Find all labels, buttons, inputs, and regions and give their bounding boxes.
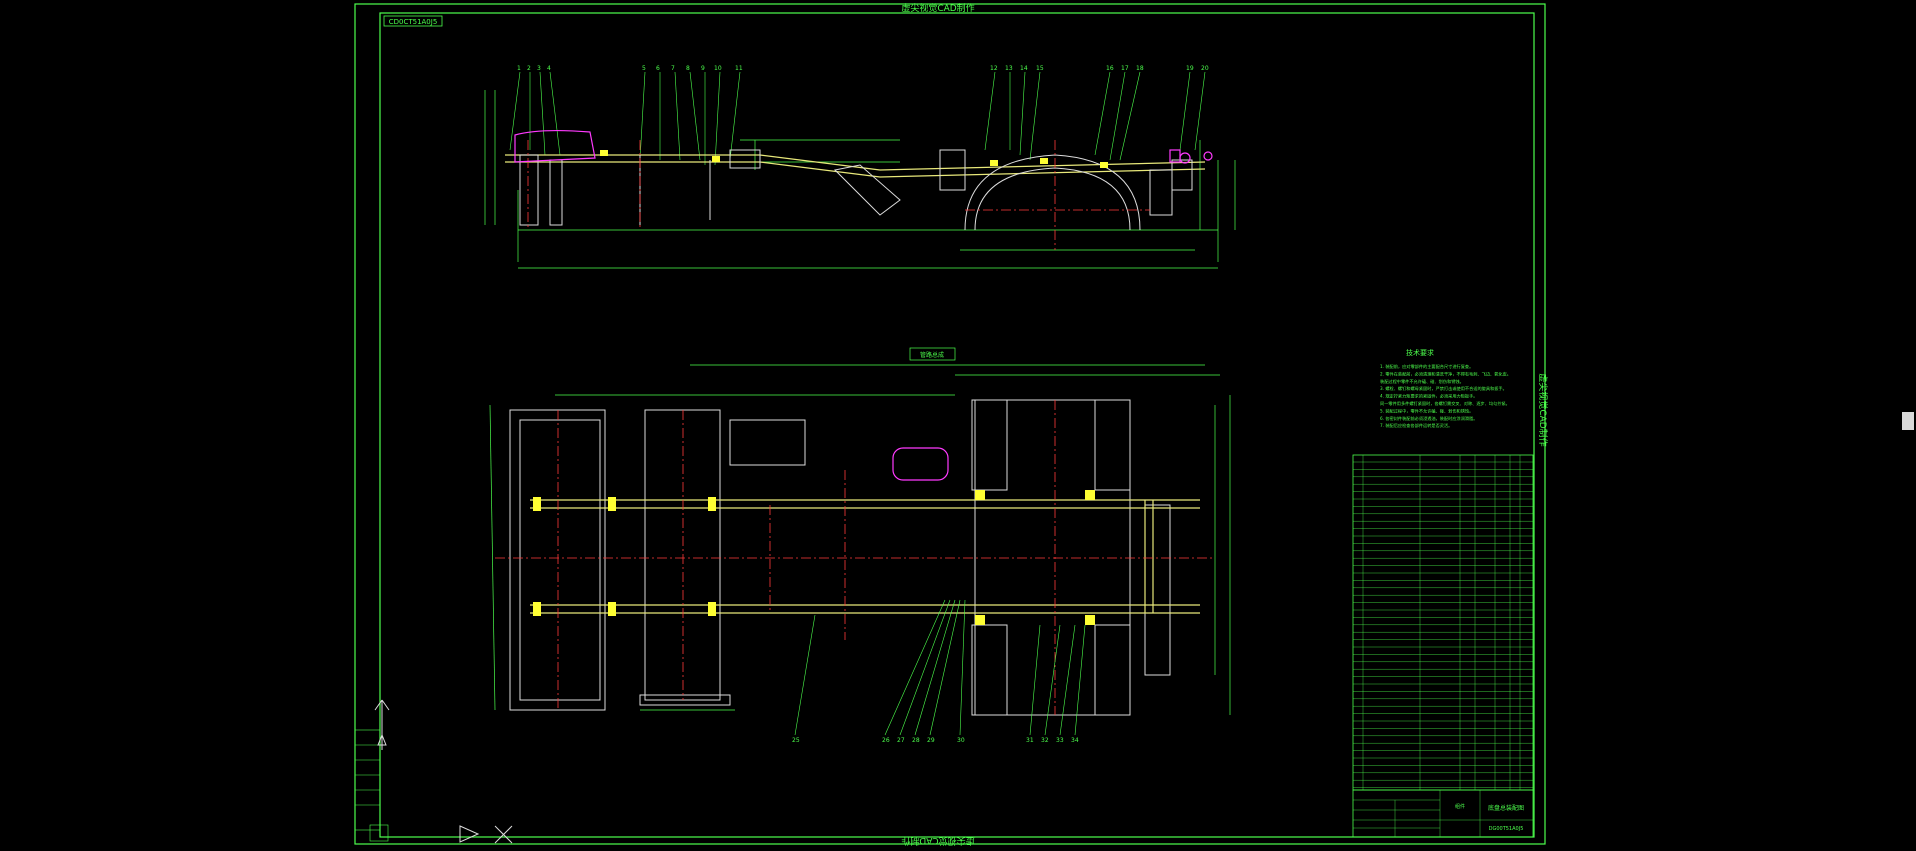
- vertical-scrollbar[interactable]: [1900, 0, 1916, 847]
- balloon-4: 4: [547, 65, 551, 72]
- balloon-8: 8: [686, 65, 690, 72]
- tech-line: 6. 各密封件装配前必须浸透油，装配时应涂润滑脂。: [1380, 415, 1477, 422]
- balloon-13: 13: [1005, 65, 1013, 72]
- plan-view: 管路总成: [489, 347, 1231, 744]
- balloon-19: 19: [1186, 65, 1194, 72]
- title-block-material: 组件: [1455, 803, 1465, 810]
- balloon-10: 10: [714, 65, 722, 72]
- balloon-33: 33: [1056, 737, 1064, 744]
- code-box-text: CD0CT51A0J5: [389, 18, 438, 26]
- side-view: 1 2 3 4 5 6 7 8 9 10 11 12 13 14 15 16 1…: [484, 65, 1236, 269]
- tech-line: 同一零件用多件螺钉紧固时，各螺钉需交叉、对称、逐步、均匀拧紧。: [1380, 400, 1510, 407]
- balloon-2: 2: [527, 65, 531, 72]
- top-watermark: 虚尖视觉CAD制作: [901, 2, 974, 14]
- balloon-18: 18: [1136, 65, 1144, 72]
- balloon-20: 20: [1201, 65, 1209, 72]
- parts-list: [1352, 454, 1534, 791]
- revision-boxes: [354, 729, 389, 842]
- tech-line: 4. 规定拧紧力矩要求的紧固件，必须采用力矩扳手。: [1380, 393, 1477, 400]
- balloon-6: 6: [656, 65, 660, 72]
- balloon-16: 16: [1106, 65, 1114, 72]
- tech-line: 5. 装配过程中，零件不允许磕、碰、划伤和锈蚀。: [1380, 407, 1473, 414]
- tube-label: 管路总成: [920, 351, 944, 359]
- title-block-name: 底盘总装配图: [1488, 804, 1524, 812]
- balloon-26: 26: [882, 737, 890, 744]
- side-watermark: 虚尖视觉CAD制作: [1537, 373, 1549, 446]
- balloon-12: 12: [990, 65, 998, 72]
- balloon-11: 11: [735, 65, 743, 72]
- balloon-30: 30: [957, 737, 965, 744]
- tech-line: 1. 装配前，应对零部件的主要配合尺寸进行复查。: [1380, 363, 1473, 370]
- balloon-32: 32: [1041, 737, 1049, 744]
- balloon-17: 17: [1121, 65, 1129, 72]
- balloon-1: 1: [517, 65, 521, 72]
- axis-icon: [459, 825, 513, 844]
- title-block-code: DG00T51A0J5: [1489, 826, 1524, 832]
- balloon-5: 5: [642, 65, 646, 72]
- balloon-9: 9: [701, 65, 705, 72]
- tech-title: 技术要求: [1406, 348, 1434, 357]
- balloon-28: 28: [912, 737, 920, 744]
- tech-line: 3. 螺栓、螺钉和螺母紧固时，严禁打击或使用不合适的旋具和扳手。: [1380, 385, 1507, 392]
- balloon-14: 14: [1020, 65, 1028, 72]
- scroll-thumb[interactable]: [1902, 412, 1914, 430]
- sheet-frame: [354, 3, 1546, 845]
- tech-requirements: 技术要求 1. 装配前，应对零部件的主要配合尺寸进行复查。2. 零件在装配前，必…: [1380, 348, 1511, 429]
- title-block: 底盘总装配图 DG00T51A0J5 组件: [1352, 789, 1534, 838]
- balloon-7: 7: [671, 65, 675, 72]
- balloon-3: 3: [537, 65, 541, 72]
- ucs-icon: [374, 699, 390, 750]
- balloon-29: 29: [927, 737, 935, 744]
- balloon-27: 27: [897, 737, 905, 744]
- balloon-25: 25: [792, 737, 800, 744]
- tech-line: 7. 装配后应检查各部件运转是否灵活。: [1380, 422, 1452, 429]
- balloon-34: 34: [1071, 737, 1079, 744]
- tech-line: 装配过程中零件不允许磕、碰、划伤和锈蚀。: [1380, 378, 1464, 385]
- bottom-watermark: 虚尖视觉CAD制作: [901, 835, 974, 847]
- balloon-15: 15: [1036, 65, 1044, 72]
- code-box: [383, 15, 443, 27]
- balloon-31: 31: [1026, 737, 1034, 744]
- tech-line: 2. 零件在装配前，必须清理和清洗干净，不得有毛刺、飞边、氧化皮。: [1380, 370, 1511, 377]
